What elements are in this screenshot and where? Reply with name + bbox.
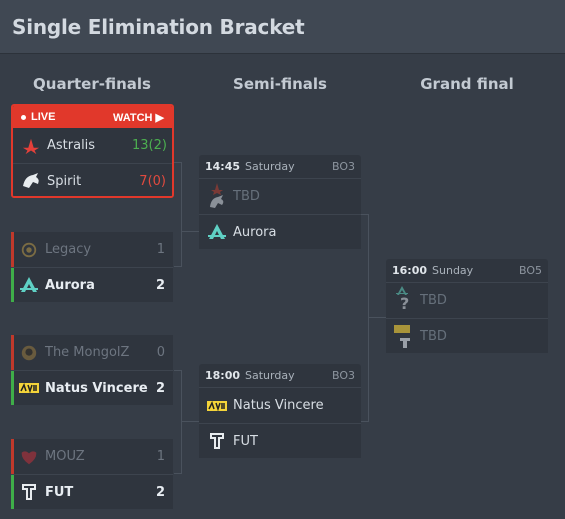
connector <box>368 317 386 318</box>
connector <box>174 370 182 371</box>
round-title-quarter: Quarter-finals <box>33 75 151 93</box>
team-row-tbd[interactable]: TBD <box>199 179 361 214</box>
round-title-final: Grand final <box>420 75 514 93</box>
team-row-navi[interactable]: Natus Vincere 2 <box>11 370 173 405</box>
team-row-spirit[interactable]: Spirit 7(0) <box>13 163 172 196</box>
match-header: 18:00 Saturday BO3 <box>199 364 361 388</box>
team-row-aurora[interactable]: Aurora 2 <box>11 267 173 302</box>
live-indicator: LIVE <box>21 111 55 123</box>
mouz-logo-icon <box>19 447 39 467</box>
round-title-semi: Semi-finals <box>233 75 327 93</box>
svg-text:?: ? <box>400 294 409 313</box>
team-row-legacy[interactable]: Legacy 1 <box>11 232 173 267</box>
astralis-logo-icon <box>21 136 41 156</box>
match-format: BO5 <box>518 264 542 277</box>
page-header: Single Elimination Bracket <box>0 0 565 54</box>
team-score: 13(2) <box>132 138 172 153</box>
mongolz-logo-icon <box>19 343 39 363</box>
team-row-astralis[interactable]: Astralis 13(2) <box>13 128 172 163</box>
connector <box>174 162 182 163</box>
tbd-logo-icon <box>207 182 227 208</box>
match-format: BO3 <box>331 160 355 173</box>
connector <box>174 473 182 474</box>
round-score: 13 <box>132 138 149 153</box>
tbd-logo-icon <box>394 325 414 348</box>
team-score: 2 <box>155 277 165 293</box>
match-time: 14:45 <box>205 160 241 173</box>
team-score: 2 <box>155 380 165 396</box>
team-row-tbd[interactable]: TBD <box>386 318 548 353</box>
map-score: (2) <box>148 138 167 153</box>
team-name: The MongolZ <box>45 345 130 360</box>
match-card-qf3[interactable]: The MongolZ 0 Natus Vincere 2 <box>11 335 173 405</box>
team-name: FUT <box>45 484 74 500</box>
team-row-fut[interactable]: FUT <box>199 423 361 458</box>
connector <box>181 370 182 474</box>
team-name: TBD <box>420 293 447 308</box>
connector <box>361 214 369 215</box>
watch-label: WATCH <box>112 111 153 124</box>
team-row-mouz[interactable]: MOUZ 1 <box>11 439 173 474</box>
play-icon: ▶ <box>155 111 164 124</box>
connector <box>181 231 199 232</box>
tbd-logo-icon: ? <box>394 285 414 313</box>
team-row-aurora[interactable]: Aurora <box>199 214 361 249</box>
team-row-navi[interactable]: Natus Vincere <box>199 388 361 423</box>
team-name: MOUZ <box>45 449 85 464</box>
team-name: Legacy <box>45 242 92 257</box>
match-header: 16:00 Sunday BO5 <box>386 259 548 283</box>
connector <box>174 266 182 267</box>
team-score: 2 <box>155 484 165 500</box>
fut-logo-icon <box>19 482 39 502</box>
team-row-fut[interactable]: FUT 2 <box>11 474 173 509</box>
spirit-logo-icon <box>21 171 41 191</box>
match-card-final[interactable]: 16:00 Sunday BO5 ? TBD TBD <box>386 259 548 353</box>
connector <box>361 421 369 422</box>
map-score: (0) <box>147 173 166 189</box>
match-format: BO3 <box>331 369 355 382</box>
match-time: 18:00 <box>205 369 241 382</box>
team-name: TBD <box>420 328 447 344</box>
match-card-sf2[interactable]: 18:00 Saturday BO3 Natus Vincere FUT <box>199 364 361 458</box>
team-name: Astralis <box>47 138 96 153</box>
team-score: 7(0) <box>132 174 172 189</box>
match-day: Saturday <box>245 369 295 382</box>
match-day: Saturday <box>245 160 295 173</box>
team-name: Natus Vincere <box>45 380 148 396</box>
aurora-logo-icon <box>19 275 39 295</box>
live-dot-icon <box>21 114 26 120</box>
legacy-logo-icon <box>19 240 39 260</box>
match-card-qf1[interactable]: LIVE WATCH ▶ Astralis 13(2) Spirit 7(0) <box>11 104 174 198</box>
page-title: Single Elimination Bracket <box>12 15 305 39</box>
live-label: LIVE <box>31 111 56 123</box>
connector <box>181 162 182 267</box>
navi-logo-icon <box>207 396 227 416</box>
team-name: FUT <box>233 433 258 449</box>
team-row-tbd[interactable]: ? TBD <box>386 283 548 318</box>
match-day: Sunday <box>432 264 474 277</box>
team-name: Aurora <box>233 224 277 240</box>
team-name: Natus Vincere <box>233 398 324 413</box>
team-score: 1 <box>156 242 165 257</box>
match-header: 14:45 Saturday BO3 <box>199 155 361 179</box>
match-card-sf1[interactable]: 14:45 Saturday BO3 TBD Aurora <box>199 155 361 249</box>
team-name: Aurora <box>45 277 95 293</box>
connector <box>181 421 199 422</box>
round-score: 7 <box>139 173 148 189</box>
team-row-mongolz[interactable]: The MongolZ 0 <box>11 335 173 370</box>
watch-button[interactable]: WATCH ▶ <box>113 111 164 124</box>
match-time: 16:00 <box>392 264 428 277</box>
team-name: Spirit <box>47 173 82 189</box>
fut-logo-icon <box>207 431 227 451</box>
aurora-logo-icon <box>207 222 227 242</box>
match-card-qf2[interactable]: Legacy 1 Aurora 2 <box>11 232 173 302</box>
match-card-qf4[interactable]: MOUZ 1 FUT 2 <box>11 439 173 509</box>
team-name: TBD <box>233 189 260 204</box>
navi-logo-icon <box>19 378 39 398</box>
live-bar: LIVE WATCH ▶ <box>13 106 172 128</box>
team-score: 1 <box>156 449 165 464</box>
team-score: 0 <box>156 345 165 360</box>
